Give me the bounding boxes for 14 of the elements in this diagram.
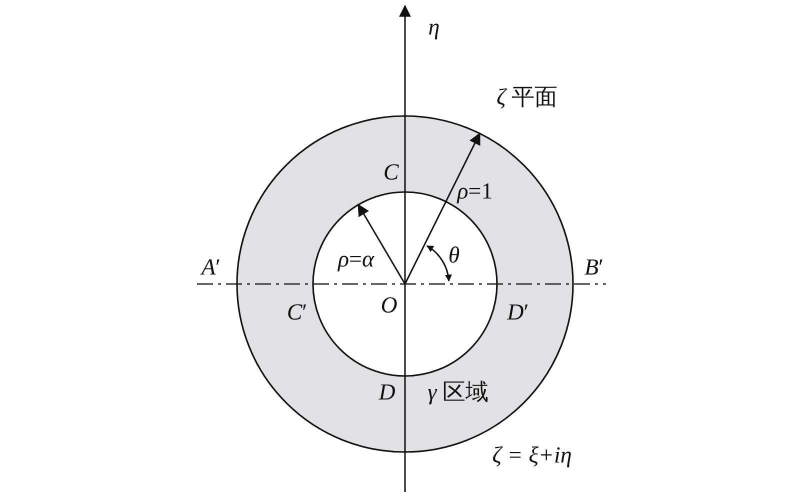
point-label: B′ (584, 256, 604, 278)
equation-label: ζ = ξ+iη (492, 444, 572, 466)
point-label: C′ (286, 300, 308, 324)
plane-label: ζ 平面 (496, 86, 558, 108)
point-label: A′ (201, 256, 221, 278)
angle-label: θ (448, 244, 460, 266)
point-label: C (383, 160, 399, 184)
point-label: D′ (507, 300, 529, 324)
origin-label: O (380, 294, 398, 316)
point-label: D (378, 380, 396, 404)
radius-label: ρ=α (338, 248, 374, 270)
region-label: γ 区域 (428, 380, 488, 404)
radius-label: ρ=1 (457, 180, 493, 202)
axis-label: η (428, 16, 440, 38)
